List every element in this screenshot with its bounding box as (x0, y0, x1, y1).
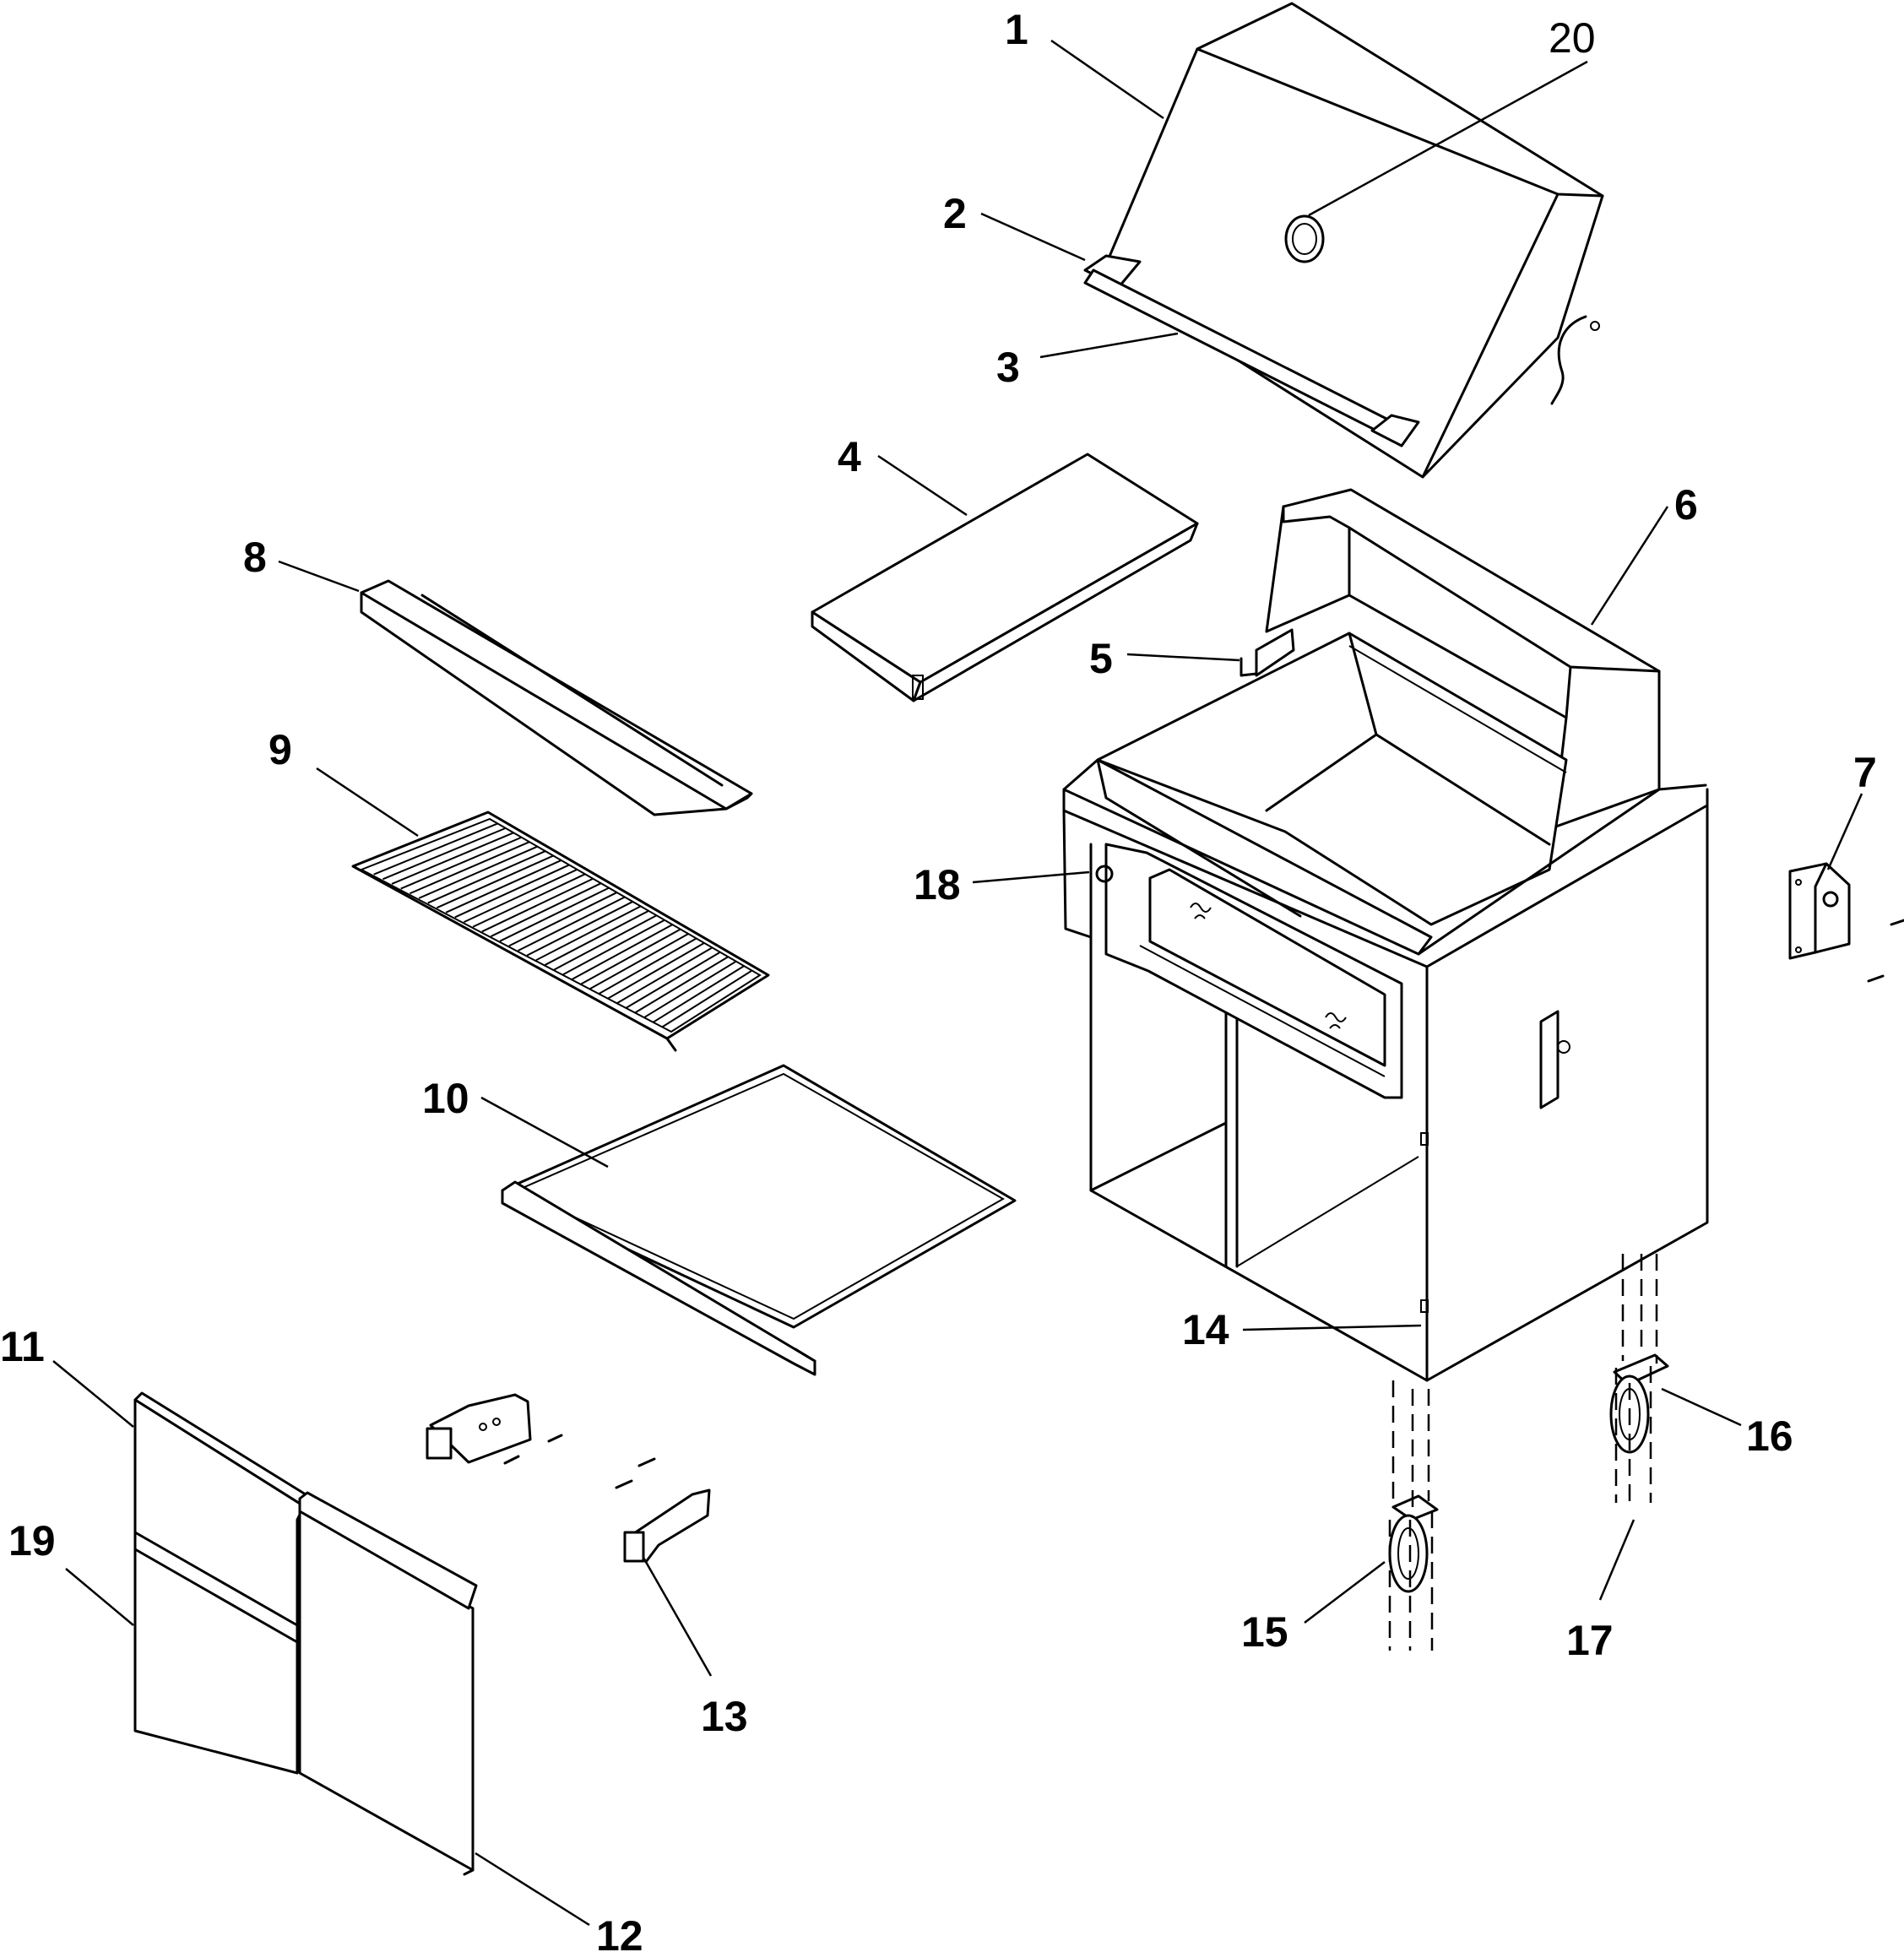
part-warming-shelf (811, 453, 1199, 702)
cooking-grid-bar (427, 850, 546, 904)
callout-10: 10 (422, 1075, 469, 1122)
callout-12: 12 (596, 1912, 643, 1952)
callout-11: 11 (0, 1323, 45, 1370)
callout-5: 5 (1089, 635, 1113, 682)
cooking-grid-bar (562, 919, 665, 976)
cooking-grid-bar (643, 960, 737, 1018)
cooking-grid-bar (418, 845, 538, 899)
callout-14: 14 (1182, 1306, 1229, 1353)
cooking-grid-bar (373, 822, 498, 876)
part-hood-handle (1083, 254, 1420, 447)
callout-16: 16 (1746, 1412, 1793, 1460)
callout-9: 9 (269, 726, 292, 773)
cooking-grid-bar (437, 854, 554, 909)
cooking-grid-bar (607, 942, 705, 1000)
callout-7: 7 (1853, 749, 1877, 796)
part-caster-rear (1609, 1254, 1669, 1503)
cooking-grid-bar (508, 892, 618, 947)
cooking-grid-bar (445, 859, 562, 914)
cooking-grid-bar (526, 901, 633, 957)
callouts: 1 2 3 4 5 6 7 8 9 10 11 12 13 14 15 16 1… (0, 6, 1877, 1952)
cooking-grid-bar (464, 868, 578, 924)
cooking-grid-bar (572, 924, 673, 980)
callout-6: 6 (1674, 481, 1698, 529)
cooking-grid-bar (400, 836, 523, 890)
cooking-grid-bar (491, 882, 602, 937)
part-drip-tray (501, 1064, 1017, 1376)
leader-lines (52, 39, 1863, 1927)
part-door-latch (426, 1393, 711, 1564)
cooking-grid-bar (472, 873, 586, 928)
cooking-grid-bar (391, 832, 514, 885)
cooking-grid-bar (481, 877, 594, 933)
cooking-grid-bar (661, 969, 753, 1028)
callout-4: 4 (838, 433, 861, 480)
callout-15: 15 (1241, 1608, 1288, 1656)
callout-13: 13 (701, 1693, 748, 1740)
callout-3: 3 (996, 344, 1020, 391)
cooking-grid-bar (454, 864, 570, 919)
part-doors (133, 1391, 478, 1876)
callout-8: 8 (243, 534, 267, 581)
cooking-grid-bar (616, 946, 713, 1004)
part-cooking-grid (351, 811, 770, 1052)
callout-19: 19 (8, 1517, 56, 1564)
part-flame-tamer (360, 579, 753, 816)
cooking-grid-bar (545, 909, 649, 966)
cooking-grid-bar (499, 887, 610, 942)
cooking-grid-bar (409, 841, 530, 895)
cooking-grid-bar (634, 956, 729, 1014)
callout-2: 2 (943, 190, 967, 237)
cooking-grid-bar (518, 896, 626, 952)
cooking-grid-bar (535, 905, 642, 962)
cooking-grid-bar (589, 933, 689, 990)
callout-17: 17 (1566, 1617, 1614, 1664)
part-hood-gauge (1284, 214, 1325, 263)
cooking-grid-bar (599, 937, 697, 995)
cooking-grid-bar (553, 914, 658, 971)
cooking-grid-bar (580, 928, 681, 985)
callout-1: 1 (1005, 6, 1028, 53)
cooking-grid-bars (373, 822, 753, 1028)
part-caster-front (1388, 1380, 1439, 1651)
callout-18: 18 (914, 861, 961, 908)
cooking-grid-bar (626, 951, 721, 1009)
callout-20: 20 (1549, 14, 1596, 62)
part-cart-body (1062, 488, 1709, 1382)
part-side-bracket (1788, 862, 1904, 983)
cooking-grid-bar (653, 965, 745, 1023)
cooking-grid-bar (382, 827, 507, 881)
